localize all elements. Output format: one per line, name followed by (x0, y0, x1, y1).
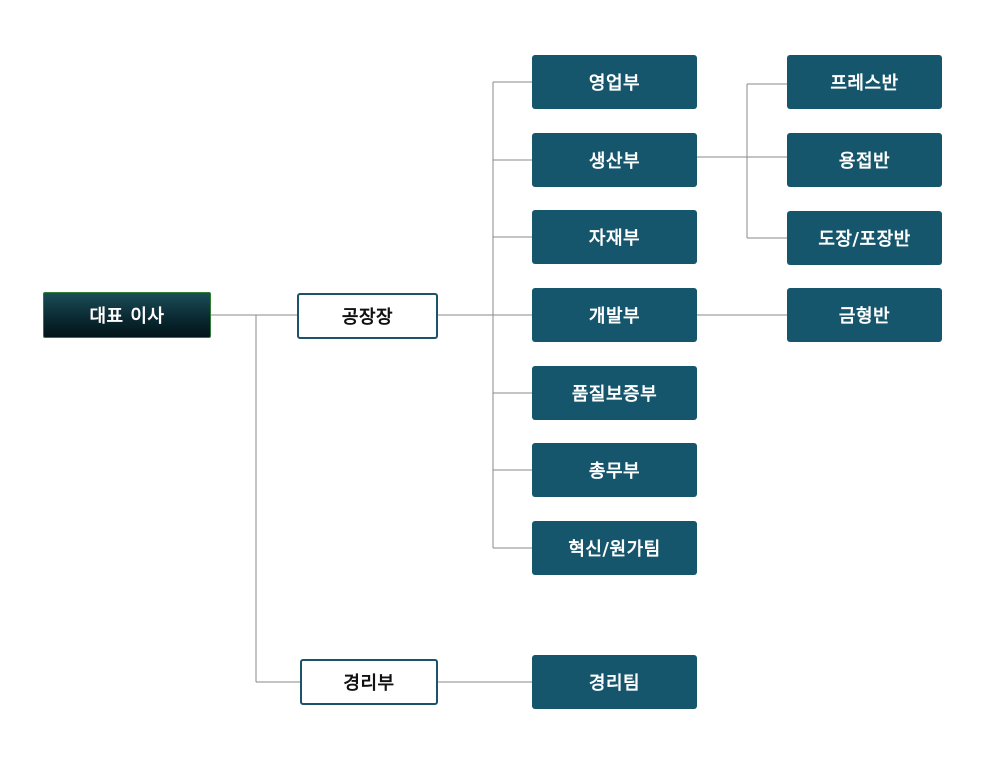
node-quality-label: 품질보증부 (571, 384, 658, 405)
node-development: 개발부 (532, 288, 697, 342)
node-general-affairs: 총무부 (532, 443, 697, 497)
node-factory: 공장장 (297, 293, 438, 339)
node-painting-packing-label: 도장/포장반 (818, 229, 911, 250)
node-painting-packing: 도장/포장반 (787, 211, 942, 265)
node-materials: 자재부 (532, 210, 697, 264)
node-general-affairs-label: 총무부 (588, 461, 641, 482)
node-accounting-label: 경리부 (343, 673, 395, 694)
node-ceo: 대표 이사 (43, 292, 211, 338)
node-production: 생산부 (532, 133, 697, 187)
node-accounting: 경리부 (300, 659, 438, 705)
node-accounting-team: 경리팀 (532, 655, 697, 709)
node-ceo-label: 대표 이사 (89, 306, 165, 327)
node-production-label: 생산부 (588, 151, 641, 172)
node-development-label: 개발부 (588, 306, 641, 327)
node-welding-label: 용접반 (838, 151, 891, 172)
node-sales: 영업부 (532, 55, 697, 109)
node-accounting-team-label: 경리팀 (588, 673, 641, 694)
node-mold: 금형반 (787, 288, 942, 342)
node-innovation-label: 혁신/원가팀 (568, 539, 661, 560)
node-factory-label: 공장장 (341, 307, 394, 328)
node-quality: 품질보증부 (532, 366, 697, 420)
node-sales-label: 영업부 (588, 73, 641, 94)
node-materials-label: 자재부 (588, 228, 641, 249)
node-innovation: 혁신/원가팀 (532, 521, 697, 575)
node-welding: 용접반 (787, 133, 942, 187)
node-press: 프레스반 (787, 55, 942, 109)
node-mold-label: 금형반 (838, 306, 891, 327)
node-press-label: 프레스반 (830, 73, 899, 94)
